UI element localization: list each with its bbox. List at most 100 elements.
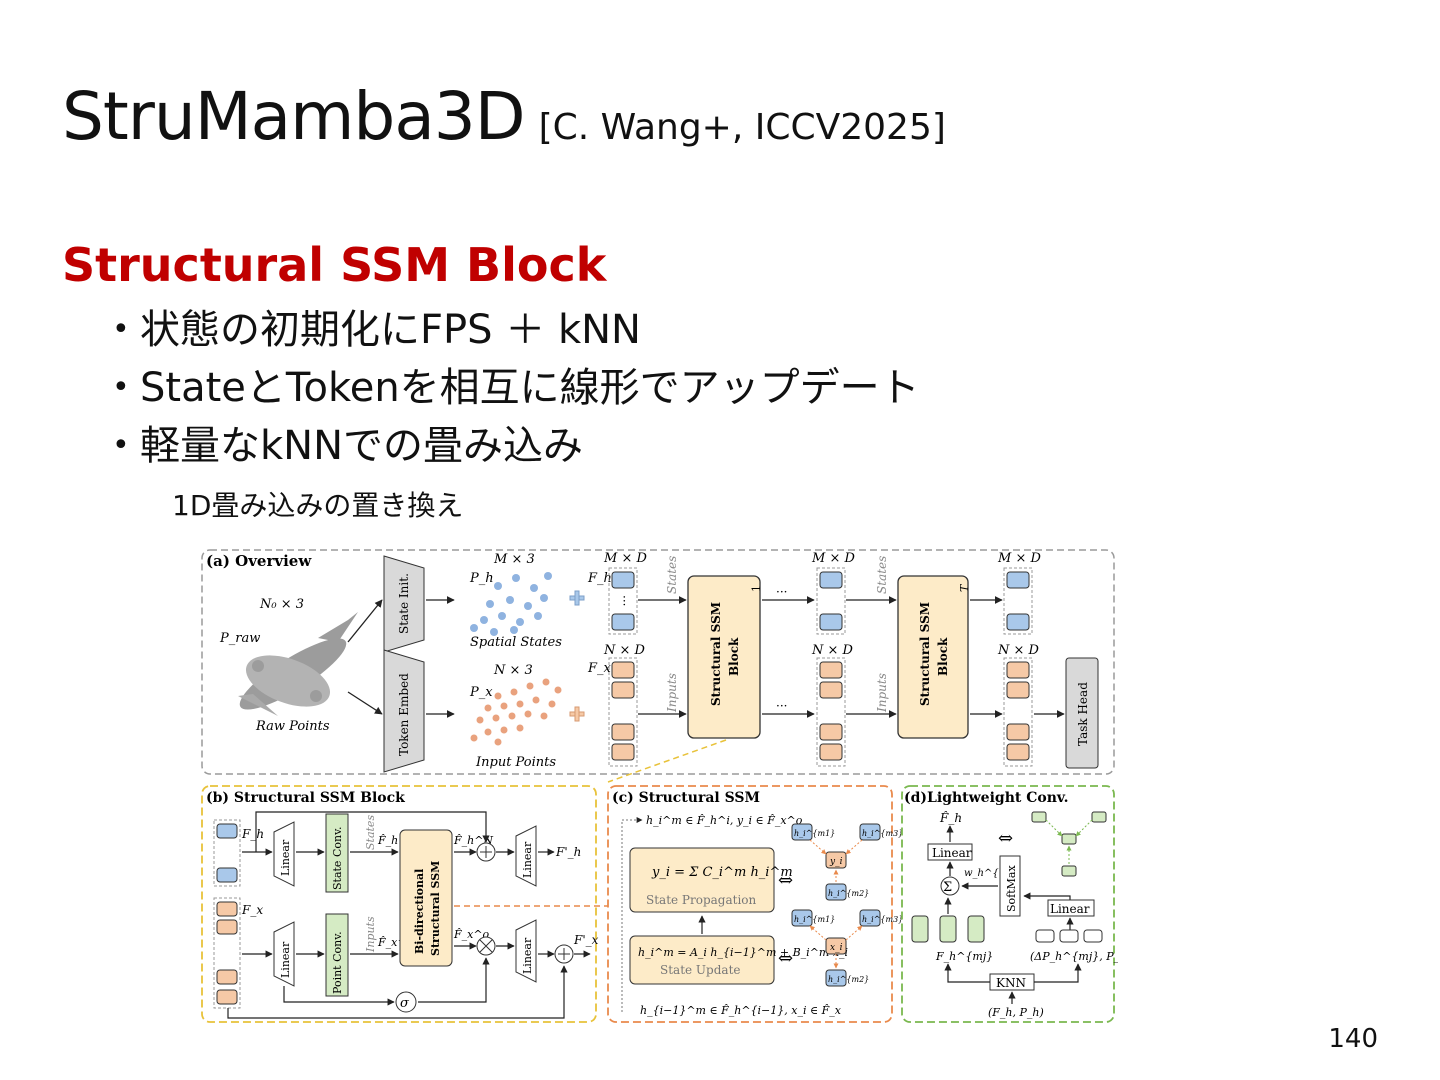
ph-label: P_h [469, 571, 494, 586]
md-label: M × D [603, 551, 647, 566]
b-inputs: Inputs [364, 916, 377, 953]
sub-bullet: 1D畳み込みの置き換え [172, 489, 464, 522]
panel-overview: (a) Overview N₀ × 3 P_raw Raw Points Sta… [201, 549, 1115, 783]
d-neighbor-feature [939, 915, 957, 943]
plus-icon [569, 706, 585, 722]
bullet-list: •状態の初期化にFPS ＋ kNN •StateとTokenを相互に線形でアップ… [112, 304, 920, 478]
input-token [819, 681, 843, 699]
state-propagation-box [629, 847, 775, 913]
c-h1-node [791, 823, 813, 841]
d-offset-token [1059, 929, 1079, 943]
c-h3-2: h_i^{m3} [862, 915, 903, 924]
input-token [1006, 681, 1030, 699]
ph-shape-label: M × 3 [493, 552, 535, 567]
c-bottom-formula: h_{i−1}^m ∈ F̂_h^{i−1}, x_i ∈ F̂_x [640, 1004, 842, 1017]
input-token [611, 723, 635, 741]
c-h2: h_i^{m2} [828, 889, 869, 898]
d-input: (F_h, P_h) [988, 1006, 1044, 1019]
slide-citation: [C. Wang+, ICCV2025] [538, 107, 946, 148]
state-init-block [383, 555, 425, 653]
input-token [819, 661, 843, 679]
bidirectional-ssm-block [399, 829, 453, 967]
linear-block-out-top [515, 825, 537, 887]
input-token [611, 743, 635, 761]
bullet-item: • 軽量なkNNでの畳み込み [112, 420, 920, 478]
c-h3-node [859, 823, 881, 841]
bullet-text: 状態の初期化にFPS ＋ kNN [140, 307, 641, 353]
d-graph-node [1091, 811, 1107, 823]
state-token [216, 867, 238, 883]
input-token [216, 919, 238, 935]
linear-block-bottom [273, 921, 295, 987]
state-update-box [629, 935, 775, 985]
input-token [216, 969, 238, 985]
b-sigma: σ [400, 996, 410, 1011]
panel-a-title: (a) Overview [206, 552, 312, 570]
c-equiv-top: ⇔ [778, 870, 793, 891]
nd-label-3: N × D [997, 643, 1040, 658]
ssm-block-T-index: T [958, 583, 971, 592]
inputs-label-2: Inputs [875, 673, 889, 713]
structural-ssm-block-T [897, 575, 969, 739]
state-conv-block [325, 813, 349, 893]
state-token [611, 613, 635, 631]
ssm-block-T-line1: Structural SSM [918, 602, 932, 706]
ssm-block-1-line2: Block [727, 637, 741, 676]
b-fh-label: F_h [241, 827, 264, 841]
c-h2-node [825, 883, 847, 901]
d-linear-top [927, 843, 973, 861]
b-linear-top: Linear [279, 839, 292, 876]
b-states: States [364, 815, 377, 850]
panel-d-border [901, 785, 1115, 1023]
c-prop-label: State Propagation [646, 893, 757, 907]
ellipsis-bottom: ··· [776, 699, 787, 713]
panel-b-title: (b) Structural SSM Block [206, 790, 405, 806]
inputs-label: Inputs [665, 673, 679, 713]
c-equiv-bottom: ⇔ [778, 948, 793, 969]
d-neighbor-feature [967, 915, 985, 943]
panel-a-border [201, 549, 1115, 775]
b-linear-out-bottom: Linear [521, 937, 534, 974]
d-linear-right [1047, 899, 1095, 917]
b-linear-bottom: Linear [279, 941, 292, 978]
bullet-dot: • [112, 428, 130, 463]
c-h3-node-2 [859, 909, 881, 927]
panel-d-title: (d)Lightweight Conv. [904, 790, 1068, 806]
input-token [819, 743, 843, 761]
c-xi: x_i [830, 943, 843, 953]
bullet-text: 軽量なkNNでの畳み込み [140, 423, 584, 469]
b-fx-label: F_x [241, 903, 263, 917]
p-raw-label: P_raw [219, 631, 260, 646]
bullet-dot: • [112, 312, 130, 347]
state-init-label: State Init. [397, 573, 411, 634]
d-graph-node [1061, 833, 1077, 845]
input-token [819, 723, 843, 741]
spatial-states-cluster [470, 572, 552, 636]
d-equiv: ⇔ [998, 828, 1013, 849]
bullet-item: •StateとTokenを相互に線形でアップデート [112, 362, 920, 420]
px-label: P_x [469, 685, 493, 700]
c-top-formula: h_i^m ∈ F̂_h^i, y_i ∈ F̂_x^o [646, 814, 803, 827]
raw-points-caption: Raw Points [255, 719, 330, 734]
c-h1: h_i^{m1} [794, 829, 835, 838]
state-token [216, 823, 238, 839]
bullet-text: StateとTokenを相互に線形でアップデート [140, 365, 920, 411]
d-delta: (ΔP_h^{mj}, P_h^m) [1030, 950, 1118, 963]
b-bissm-line2: Structural SSM [429, 861, 442, 956]
panel-structural-ssm-block: (b) Structural SSM Block F_h F_x Linear … [201, 785, 608, 1023]
b-fh-out: F'_h [555, 845, 581, 859]
b-bissm-line1: Bi-directional [413, 869, 426, 954]
ssm-block-1-line1: Structural SSM [709, 602, 723, 706]
page-number: 140 [1328, 1024, 1378, 1054]
b-fx-out: F'_x [573, 933, 599, 947]
d-offset-token [1035, 929, 1055, 943]
d-offset-token [1083, 929, 1103, 943]
px-shape-label: N × 3 [493, 663, 533, 678]
d-graph-node [1061, 865, 1077, 877]
d-softmax: SoftMax [1005, 865, 1018, 912]
state-token [819, 613, 843, 631]
c-update-label: State Update [660, 963, 741, 977]
b-point-conv: Point Conv. [331, 931, 344, 994]
input-points-cluster [470, 678, 562, 746]
ssm-block-1-index: 1 [750, 585, 763, 592]
